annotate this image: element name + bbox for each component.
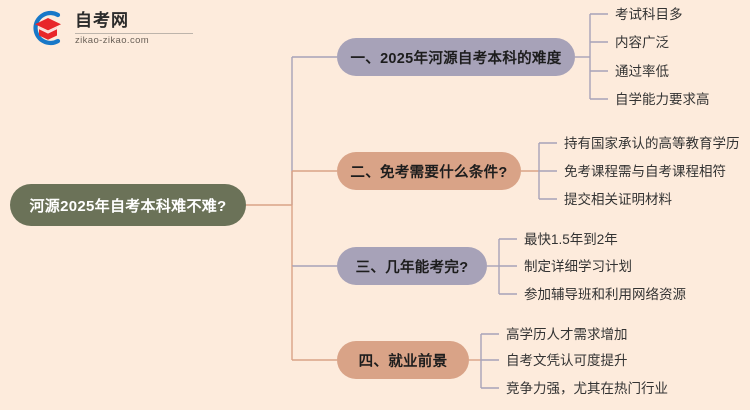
mindmap-leaf-3-3[interactable]: 参加辅导班和利用网络资源 <box>524 287 686 302</box>
logo-title: 自考网 <box>75 10 129 30</box>
mindmap-leaf-1-1[interactable]: 考试科目多 <box>615 7 683 22</box>
mindmap-branch-node-3[interactable]: 三、几年能考完? <box>337 247 487 285</box>
mindmap-leaf-4-1[interactable]: 高学历人才需求增加 <box>506 327 628 342</box>
mindmap-leaf-2-1[interactable]: 持有国家承认的高等教育学历 <box>564 136 740 151</box>
mindmap-branch-node-2[interactable]: 二、免考需要什么条件? <box>337 152 521 190</box>
mindmap-leaf-2-2[interactable]: 免考课程需与自考课程相符 <box>564 164 726 179</box>
graduation-cap-logo-icon <box>28 8 68 48</box>
mindmap-leaf-4-3[interactable]: 竞争力强，尤其在热门行业 <box>506 381 668 396</box>
mindmap-center-node[interactable]: 河源2025年自考本科难不难? <box>10 184 246 226</box>
mindmap-branch-node-4[interactable]: 四、就业前景 <box>337 341 469 379</box>
mindmap-branch-node-1[interactable]: 一、2025年河源自考本科的难度 <box>337 38 575 76</box>
mindmap-leaf-4-2[interactable]: 自考文凭认可度提升 <box>506 353 628 368</box>
mindmap-leaf-1-2[interactable]: 内容广泛 <box>615 35 669 50</box>
mindmap-leaf-2-3[interactable]: 提交相关证明材料 <box>564 192 672 207</box>
mindmap-leaf-1-4[interactable]: 自学能力要求高 <box>615 92 710 107</box>
mindmap-leaf-1-3[interactable]: 通过率低 <box>615 64 669 79</box>
mindmap-leaf-3-2[interactable]: 制定详细学习计划 <box>524 259 632 274</box>
mindmap-leaf-3-1[interactable]: 最快1.5年到2年 <box>524 232 618 247</box>
logo-domain: zikao-zikao.com <box>75 34 150 46</box>
logo-divider <box>75 32 193 34</box>
site-logo: 自考网 zikao-zikao.com <box>28 8 193 48</box>
